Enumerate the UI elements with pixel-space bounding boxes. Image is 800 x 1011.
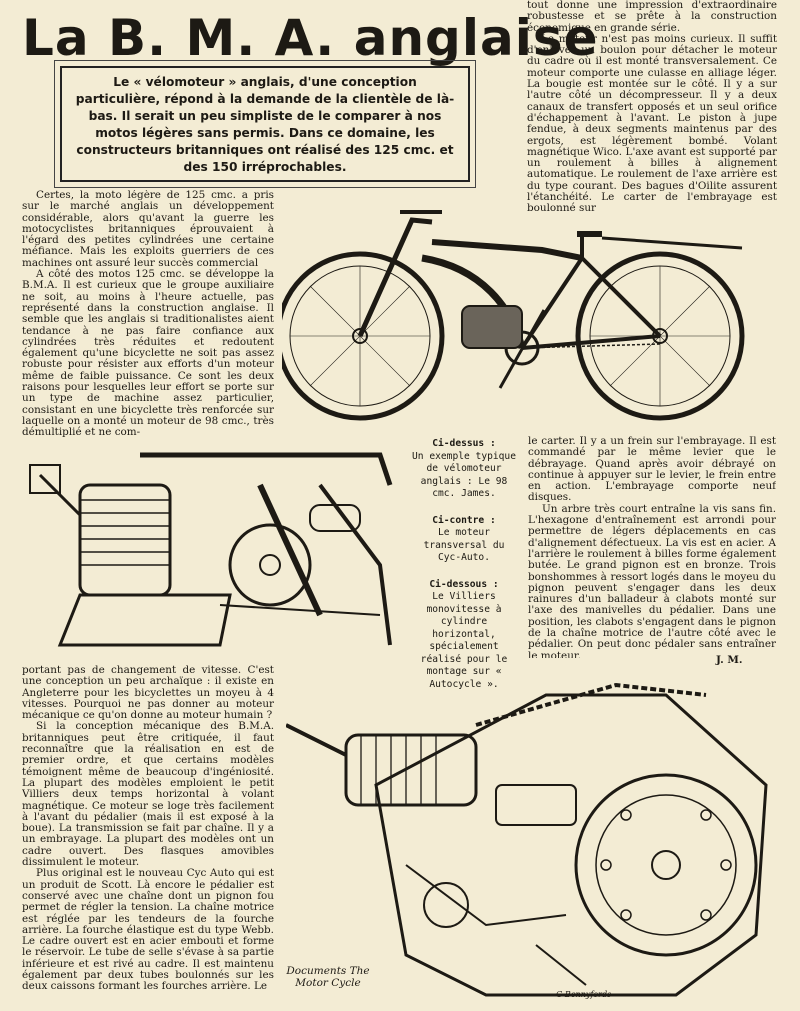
paragraph: Plus original est le nouveau Cyc Auto qu… [22, 867, 274, 993]
caption-heading: Ci-contre : [432, 514, 496, 526]
text-column-left-bottom: portant pas de changement de vitesse. C'… [22, 665, 274, 1005]
author-signature: J. M. [716, 654, 743, 666]
caption-text: Le Villiers monovitesse à cylindre horiz… [420, 591, 508, 690]
svg-text:G Bennyfords: G Bennyfords [556, 990, 611, 999]
transverse-engine-illustration [20, 445, 400, 653]
image-credits: Documents The Motor Cycle [286, 965, 370, 989]
text-column-right-top: tout donne une impression d'extraordinai… [527, 0, 777, 220]
paragraph: Le moteur n'est pas moins curieux. Il su… [527, 32, 777, 215]
paragraph: Un arbre très court entraîne la vis sans… [528, 502, 776, 658]
text-column-middle-right: le carter. Il y a un frein sur l'embraya… [528, 436, 776, 658]
paragraph: Certes, la moto légère de 125 cmc. a pri… [22, 190, 274, 269]
paragraph: Si la conception mécanique des B.M.A. br… [22, 720, 274, 869]
villiers-engine-illustration: G Bennyfords [286, 665, 780, 1005]
paragraph: portant pas de changement de vitesse. C'… [22, 665, 274, 722]
caption-text: Un exemple typique de vélomoteur anglais… [412, 450, 516, 500]
figure-captions: Ci-dessus : Un exemple typique de vélomo… [410, 438, 518, 690]
paragraph: le carter. Il y a un frein sur l'embraya… [528, 436, 776, 504]
caption-heading: Ci-dessus : [432, 438, 496, 449]
transverse-engine-drawing [29, 452, 393, 647]
paragraph: A côté des motos 125 cmc. se développe l… [22, 268, 274, 439]
bicycle-illustration [282, 198, 756, 430]
paragraph: tout donne une impression d'extraordinai… [527, 0, 777, 34]
villiers-engine-drawing: G Bennyfords [286, 682, 768, 999]
text-column-left-top: Certes, la moto légère de 125 cmc. a pri… [22, 190, 274, 442]
bicycle-drawing [282, 210, 745, 421]
caption-heading: Ci-dessous : [429, 578, 499, 590]
caption-text: Le moteur transversal du Cyc-Auto. [423, 527, 505, 563]
intro-box: Le « vélomoteur » anglais, d'une concept… [54, 60, 476, 188]
article-title: La B. M. A. anglaise [22, 9, 599, 67]
